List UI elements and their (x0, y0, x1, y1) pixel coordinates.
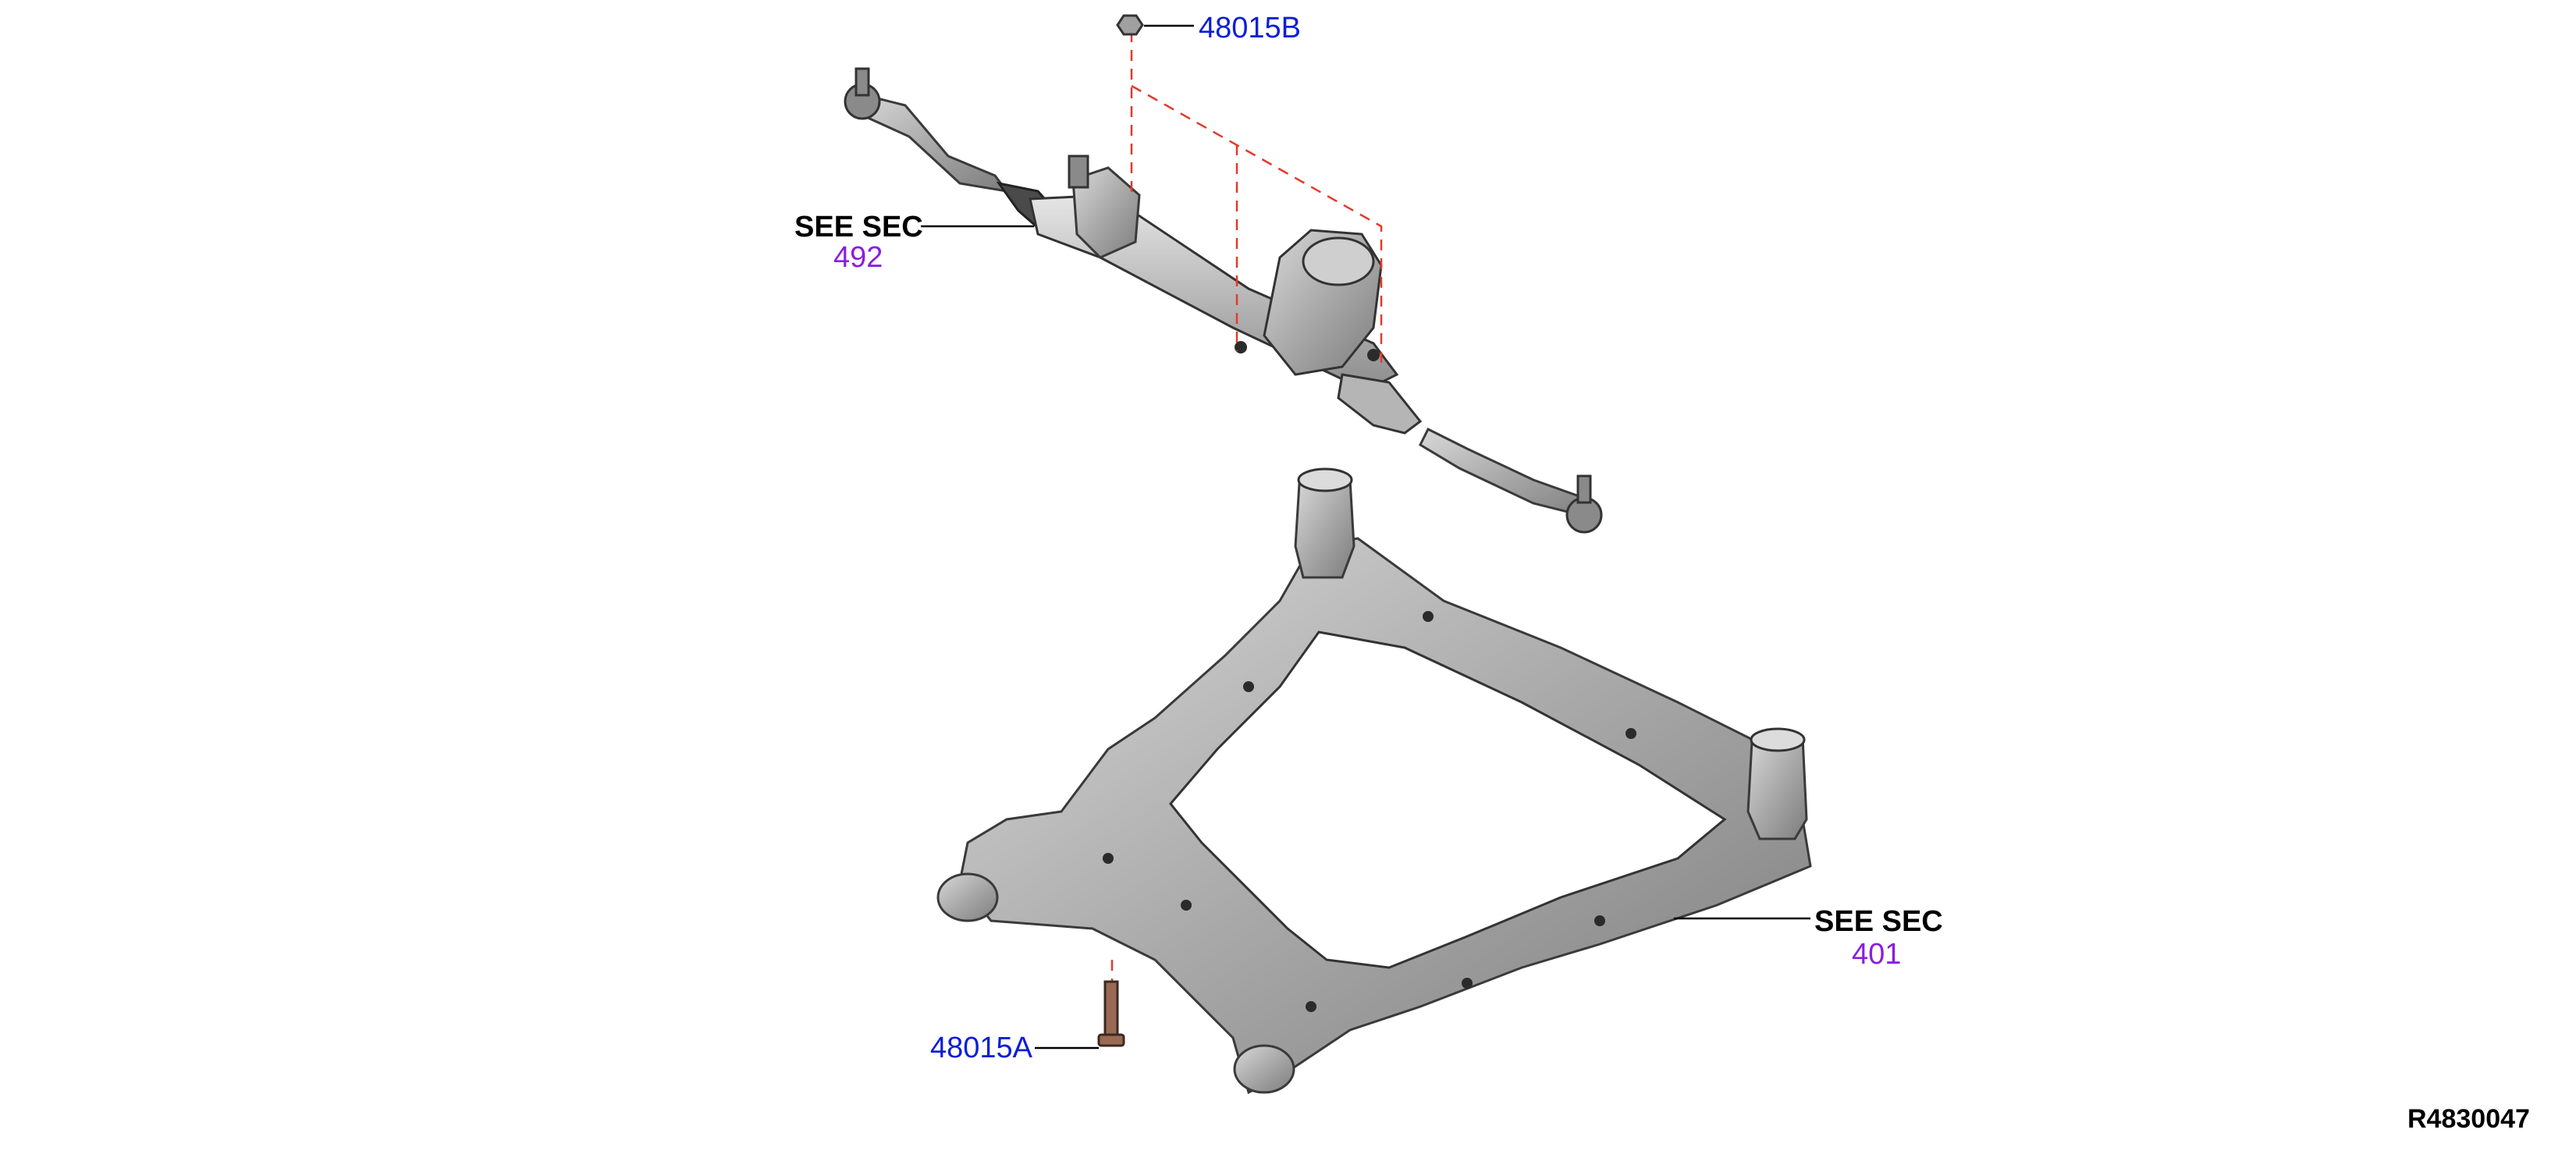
gear-mount-hole (1235, 341, 1247, 353)
pinion-housing (1071, 166, 1141, 259)
member-hole (1462, 978, 1473, 989)
see-sec-steering-number[interactable]: 492 (833, 241, 883, 274)
left-tie-rod-stud (855, 67, 870, 97)
tower-cap (1297, 467, 1353, 492)
member-hole (1626, 728, 1636, 739)
member-tower-rear-right (1746, 736, 1808, 840)
bolt-48015A[interactable] (1097, 980, 1125, 1047)
steering-mount-dash-lines (1110, 31, 1383, 1007)
member-opening (1169, 631, 1727, 969)
see-sec-steering-label: SEE SEC (794, 211, 923, 243)
see-sec-member-label: SEE SEC (1814, 905, 1943, 938)
member-hole (1103, 853, 1114, 864)
gear-mount-hole (1367, 349, 1380, 361)
member-hole (1423, 611, 1434, 622)
motor-cap (1302, 236, 1375, 286)
left-tie-rod (856, 91, 1010, 194)
member-hole (1181, 900, 1192, 911)
member-hole (1243, 681, 1254, 692)
see-sec-member-number[interactable]: 401 (1852, 938, 1901, 971)
front-suspension-member (936, 467, 1812, 1095)
diagram-reference-number: R4830047 (2407, 1104, 2530, 1134)
part-number-48015B[interactable]: 48015B (1199, 12, 1301, 44)
member-hole (1306, 1001, 1316, 1012)
tower-cap (1750, 727, 1806, 752)
nut-48015B[interactable] (1116, 14, 1144, 36)
member-bushing-front-right (1233, 1044, 1295, 1094)
right-boot (1337, 373, 1423, 435)
member-tower-rear-left (1294, 478, 1356, 579)
part-number-48015A[interactable]: 48015A (930, 1032, 1033, 1064)
pinion-shaft (1068, 155, 1089, 189)
right-tie-rod-stud (1576, 474, 1592, 504)
member-bushing-front-left (936, 872, 999, 922)
member-hole (1594, 915, 1605, 926)
steering-gear-assembly (844, 67, 1603, 534)
